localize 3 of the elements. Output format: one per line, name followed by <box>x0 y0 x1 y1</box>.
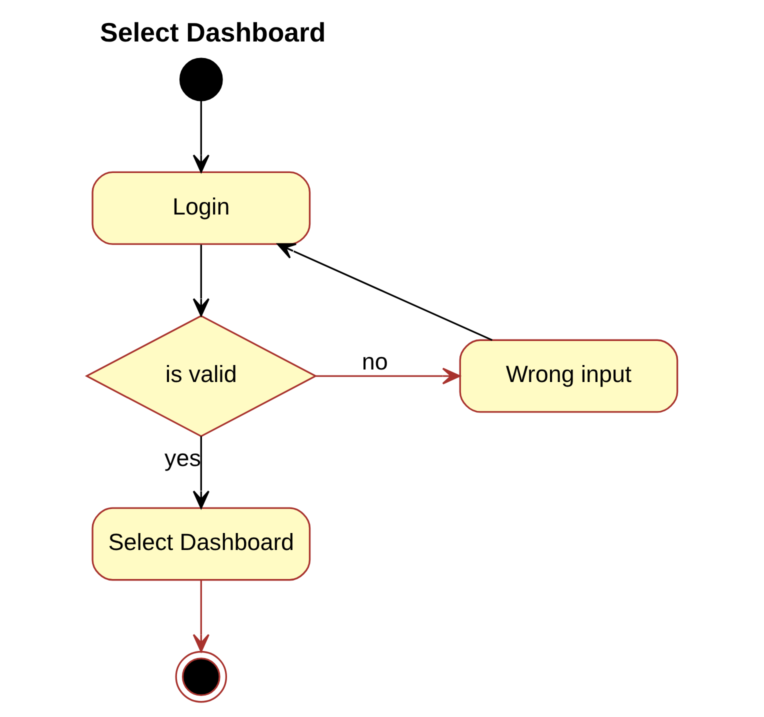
diagram-title: Select Dashboard <box>100 18 326 48</box>
edge-label: yes <box>164 445 201 471</box>
edge-label: no <box>362 348 388 375</box>
